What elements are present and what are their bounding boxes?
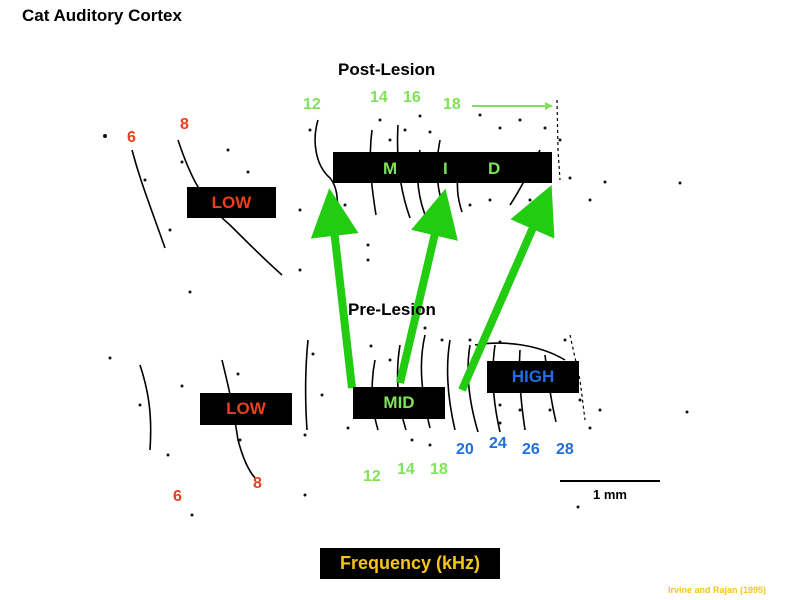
pre-freq-label-24: 24 (489, 435, 507, 452)
scale-bar-label: 1 mm (593, 487, 627, 502)
reorganization-arrows (310, 185, 555, 392)
post-lesion-heading: Post-Lesion (338, 60, 436, 79)
pre-contour-24 (492, 344, 501, 433)
post-freq-label-6: 6 (127, 129, 136, 146)
post-freq-label-18: 18 (443, 96, 461, 113)
post-lesion-boundary (556, 99, 561, 181)
pre-contour-18 (446, 339, 456, 431)
post-mid-letter-d: D (488, 159, 501, 178)
post-contour-8 (177, 139, 283, 276)
post-mid-letter-i: I (443, 159, 448, 178)
pre-contour-26 (518, 349, 526, 431)
post-freq-label-14: 14 (370, 89, 388, 106)
arrow-mid-to-12 (310, 188, 359, 389)
pre-contour-20 (467, 344, 479, 433)
recording-sites (103, 113, 689, 517)
pre-freq-label-18: 18 (430, 461, 448, 478)
post-contour-6 (131, 149, 166, 249)
post-mid-letter-m: M (383, 159, 398, 178)
pre-contour-6 (139, 364, 152, 451)
post-mid-box: M I D (333, 152, 552, 183)
post-low-box: LOW (187, 187, 276, 218)
pre-high-box: HIGH (487, 361, 579, 393)
arrow-mid-to-16 (396, 188, 458, 384)
citation-credit: Irvine and Rajan (1995) (668, 585, 767, 595)
pre-freq-label-8: 8 (253, 475, 262, 492)
pre-contour-8 (221, 359, 256, 479)
pre-lesion-boundary (569, 334, 586, 421)
post-freq-label-8: 8 (180, 116, 189, 133)
pre-lesion-contours (139, 334, 566, 479)
arrow-high-to-18 (458, 185, 555, 392)
frequency-axis-label: Frequency (kHz) (320, 548, 500, 579)
pre-freq-label-6: 6 (173, 488, 182, 505)
pre-freq-label-14: 14 (397, 461, 415, 478)
pre-low-box: LOW (200, 393, 292, 425)
pre-freq-label-20: 20 (456, 441, 474, 458)
pre-lesion-heading: Pre-Lesion (348, 300, 436, 319)
pre-mid-box: MID (353, 387, 445, 419)
pre-contour-12 (304, 339, 309, 431)
post-freq-label-12: 12 (303, 96, 321, 113)
page-title: Cat Auditory Cortex (22, 6, 182, 25)
post-freq-label-16: 16 (403, 89, 421, 106)
pre-freq-label-26: 26 (522, 441, 540, 458)
pre-freq-label-28: 28 (556, 441, 574, 458)
pre-freq-label-12: 12 (363, 468, 381, 485)
